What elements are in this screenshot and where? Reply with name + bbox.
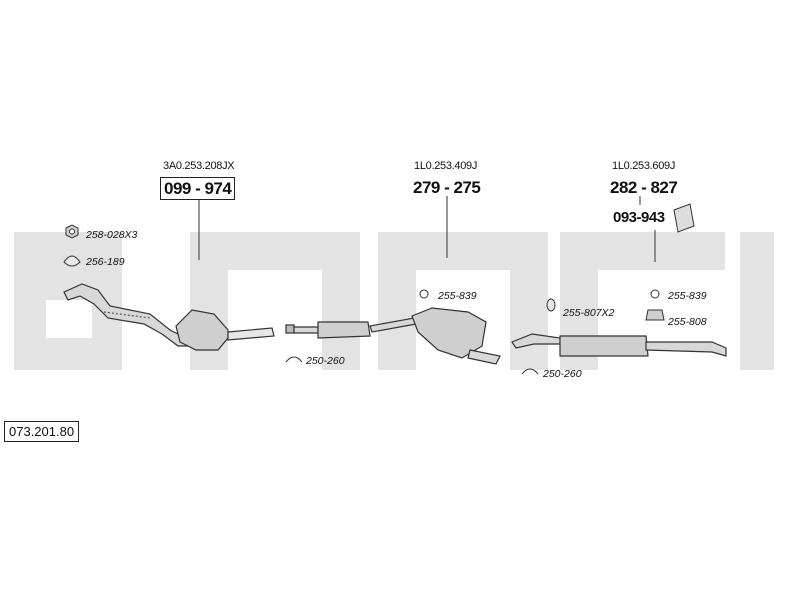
label-clamp-mid[interactable]: 250-260: [543, 368, 582, 380]
part-number-cat[interactable]: 099 - 974: [160, 177, 236, 200]
clamp-mid-icon: [521, 368, 539, 375]
oem-label-mid: 1L0.253.409J: [414, 160, 478, 172]
bracket-icon: [673, 203, 695, 233]
watermark-block-4: [322, 270, 360, 370]
part-number-rear[interactable]: 282 - 827: [610, 178, 678, 197]
label-nut[interactable]: 258-028X3: [86, 229, 138, 241]
part-number-bracket[interactable]: 093-943: [613, 209, 665, 226]
label-rubber-rear[interactable]: 255-808: [668, 316, 707, 328]
watermark-block-7: [510, 270, 548, 370]
ring-rear-icon: [650, 289, 660, 299]
rubber-rear-icon: [645, 309, 665, 321]
label-clamp-front[interactable]: 250-260: [306, 355, 345, 367]
oem-label-cat: 3A0.253.208JX: [163, 160, 235, 172]
label-ring-rear[interactable]: 255-839: [668, 290, 707, 302]
diagram-code: 073.201.80: [4, 421, 80, 442]
oem-label-rear: 1L0.253.609J: [612, 160, 676, 172]
hanger-mid-icon: [546, 298, 556, 312]
rear-muffler: [511, 333, 727, 357]
middle-silencer: [285, 307, 501, 365]
watermark-logo: [14, 232, 774, 370]
watermark-block-10: [740, 232, 774, 370]
gasket-icon: [63, 255, 81, 267]
label-ring-mid[interactable]: 255-839: [438, 290, 477, 302]
ring-mid-icon: [419, 289, 429, 299]
watermark-block-2: [190, 232, 360, 270]
watermark-block-8: [560, 232, 725, 270]
watermark-block-5: [378, 232, 548, 270]
label-gasket[interactable]: 256-189: [86, 256, 125, 268]
clamp-front-icon: [285, 356, 303, 363]
part-number-mid[interactable]: 279 - 275: [413, 178, 481, 197]
catalytic-converter: [175, 309, 275, 351]
label-hanger-mid[interactable]: 255-807X2: [563, 307, 615, 319]
front-pipe: [63, 283, 191, 347]
